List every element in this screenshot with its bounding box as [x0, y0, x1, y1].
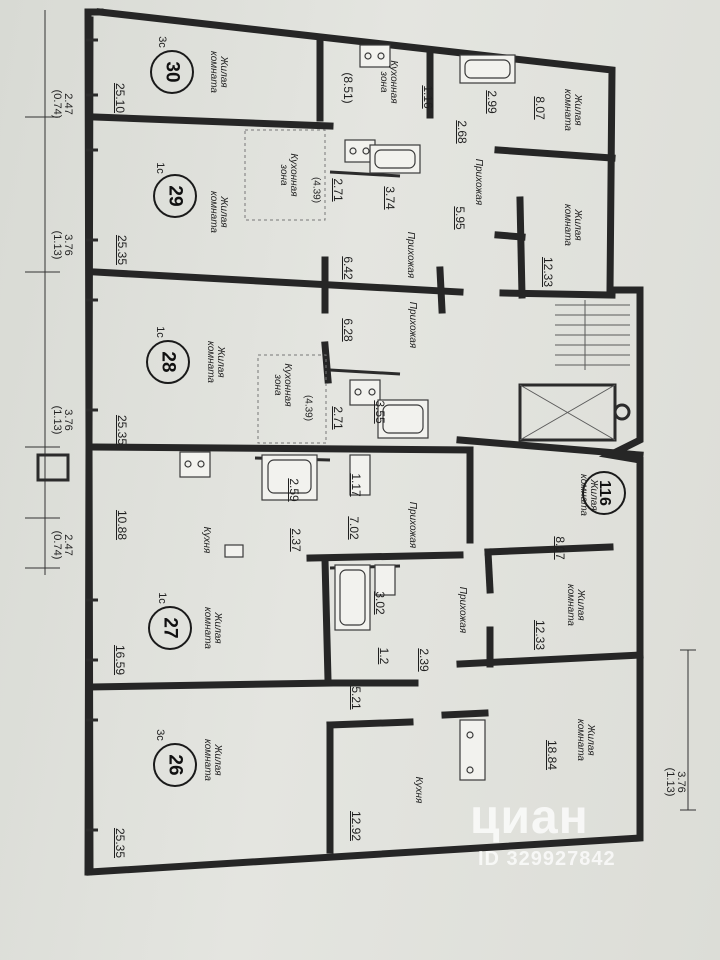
area-2-68: 2.68 — [455, 120, 469, 144]
kitchen-zone-area-30: (8.51) — [341, 72, 355, 104]
room-name-28: Жилая комната — [205, 341, 226, 383]
area-5-21: 5.21 — [349, 686, 363, 710]
area-18-84: 18.84 — [545, 739, 559, 771]
kitchen-label-27: Кухня — [201, 526, 212, 554]
hall-label-28a: Прихожая — [405, 231, 416, 279]
area-3-55: 3.55 — [373, 400, 387, 424]
room-area-28: 25.35 — [115, 414, 129, 446]
area-2-39: 2.39 — [417, 648, 431, 672]
room-number-27: 27 — [148, 606, 192, 650]
area-6-28: 6.28 — [341, 318, 355, 342]
living-label-27b: Жилая комната — [565, 584, 586, 626]
dimension-29: 3.76(1.13) — [51, 230, 74, 260]
area-2-71-top: 2.71 — [331, 178, 345, 202]
area-5-95: 5.95 — [453, 206, 467, 230]
hall-label-27: Прихожая — [407, 501, 418, 549]
room-number-28: 28 — [146, 340, 190, 384]
room-area-29: 25.35 — [115, 234, 129, 266]
room-area-116: 8.07 — [553, 536, 567, 560]
room-prefix-28: 1с — [154, 326, 166, 338]
room-prefix-27: 1с — [156, 592, 168, 604]
room-number-29: 29 — [153, 174, 197, 218]
area-6-42: 6.42 — [341, 256, 355, 280]
kitchen-zone-label-28: Кухонная зона — [272, 363, 293, 407]
dimension-top: 2.47(0.74) — [51, 89, 74, 119]
area-10-88: 10.88 — [115, 509, 129, 541]
area-3-02: 3.02 — [373, 591, 387, 615]
room-name-26: Жилая комната — [202, 739, 223, 781]
room-area-27: 16.59 — [113, 644, 127, 676]
room-area-26: 25.35 — [113, 827, 127, 859]
area-12-33-mid: 12.33 — [533, 619, 547, 651]
area-2-71-mid: 2.71 — [331, 406, 345, 430]
room-number-26: 26 — [153, 743, 197, 787]
room-name-116: Жилая комната — [578, 474, 599, 516]
room-number-30: 30 — [150, 50, 194, 94]
kitchen-zone-area-28: (4.39) — [302, 394, 314, 422]
area-2-37: 2.37 — [289, 528, 303, 552]
area-12-92: 12.92 — [349, 810, 363, 842]
dimension-mid: 2.47(0.74) — [51, 530, 74, 560]
kitchen-label-26: Кухня — [413, 776, 424, 804]
cian-watermark: циан ID 329927842 — [470, 790, 700, 880]
area-2-99: 2.99 — [485, 90, 499, 114]
kitchen-zone-area-29: (4.39) — [310, 176, 322, 204]
living-label-29b: Жилая комната — [562, 204, 583, 246]
area-1-17: 1.17 — [349, 473, 363, 497]
living-label-30b: Жилая комната — [562, 89, 583, 131]
hall-label-26: Прихожая — [457, 586, 468, 634]
listing-id: ID 329927842 — [478, 848, 616, 870]
room-area-30: 25.10 — [113, 82, 127, 114]
kitchen-zone-label-29: Кухонная зона — [278, 153, 299, 197]
hall-label-29: Прихожая — [473, 158, 484, 206]
cian-logo: циан — [470, 791, 589, 844]
kitchen-zone-label-30: Кухонная зона — [378, 60, 399, 104]
room-name-29: Жилая комната — [208, 191, 229, 233]
area-2-59: 2.59 — [287, 478, 301, 502]
room-prefix-30: 3с — [156, 36, 168, 48]
area-3-74: 3.74 — [383, 186, 397, 210]
room-name-27: Жилая комната — [202, 607, 223, 649]
dimension-28: 3.76(1.13) — [51, 405, 74, 435]
room-prefix-29: 1с — [154, 162, 166, 174]
hall-label-28b: Прихожая — [407, 301, 418, 349]
living-label-26b: Жилая комната — [575, 719, 596, 761]
room-name-30: Жилая комната — [208, 51, 229, 93]
area-12-33-top: 12.33 — [541, 256, 555, 288]
area-7-02: 7.02 — [347, 516, 361, 540]
room-number-116: 116 — [582, 471, 626, 515]
area-1-16: 1.16 — [421, 85, 435, 109]
area-1-2: 1.2 — [377, 647, 391, 665]
area-8-07-top: 8.07 — [533, 96, 547, 120]
room-prefix-26: 3с — [154, 729, 166, 741]
